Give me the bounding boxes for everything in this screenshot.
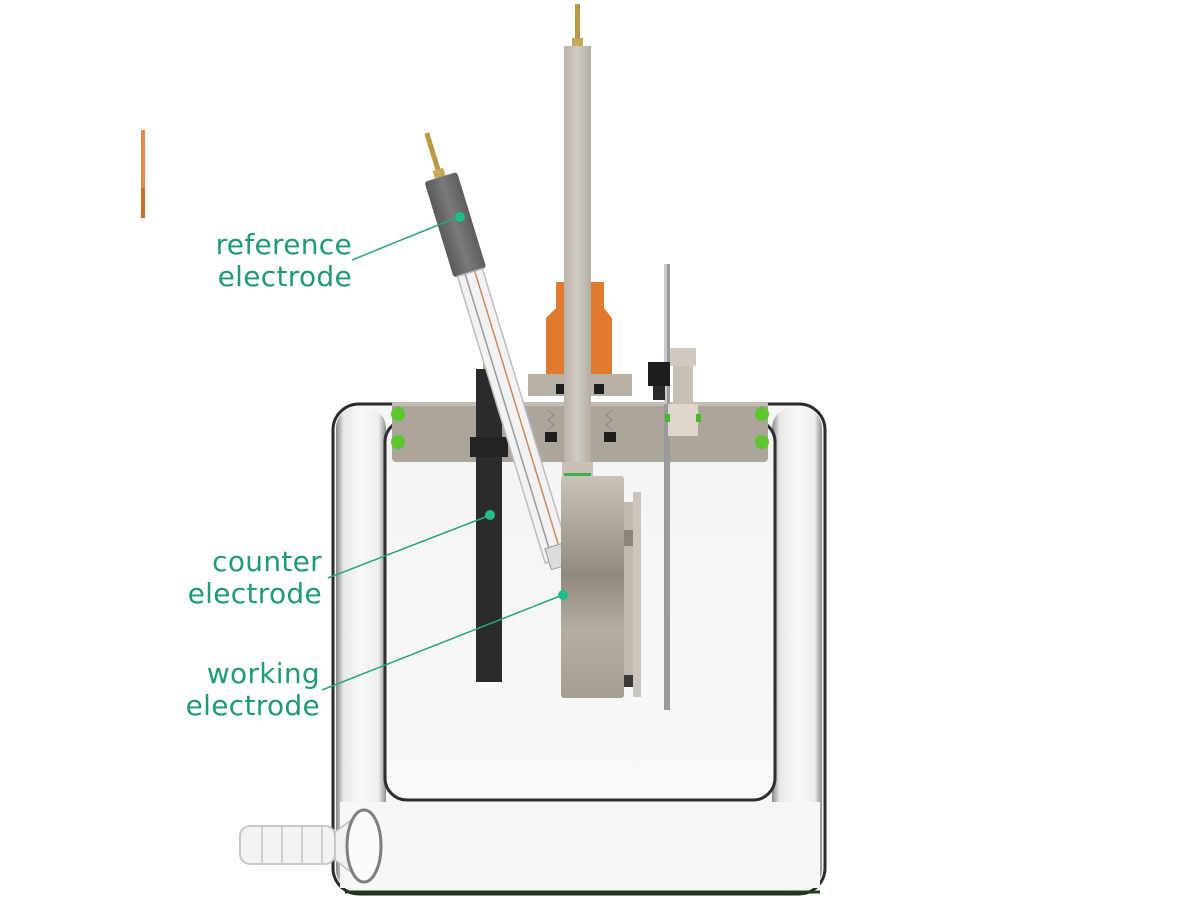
working-electrode-holder <box>528 4 632 476</box>
working-label-line1: working <box>206 657 320 690</box>
scale-bar <box>141 130 145 218</box>
hose-barb-port <box>239 808 383 884</box>
working-marker-dot <box>558 590 568 600</box>
reference-marker-dot <box>455 212 465 222</box>
reference-electrode-label: reference electrode <box>190 229 352 293</box>
gas-purge-tube <box>648 264 701 710</box>
counter-electrode-label: counter electrode <box>170 546 322 610</box>
counter-label-line2: electrode <box>187 577 322 610</box>
counter-marker-dot <box>485 510 495 520</box>
working-label-line2: electrode <box>185 689 320 722</box>
counter-label-line1: counter <box>212 545 322 578</box>
leader-lines <box>321 212 568 691</box>
working-electrode-label: working electrode <box>170 658 320 722</box>
working-electrode <box>561 476 641 698</box>
reference-label-line2: electrode <box>217 260 352 293</box>
reference-label-line1: reference <box>215 228 352 261</box>
